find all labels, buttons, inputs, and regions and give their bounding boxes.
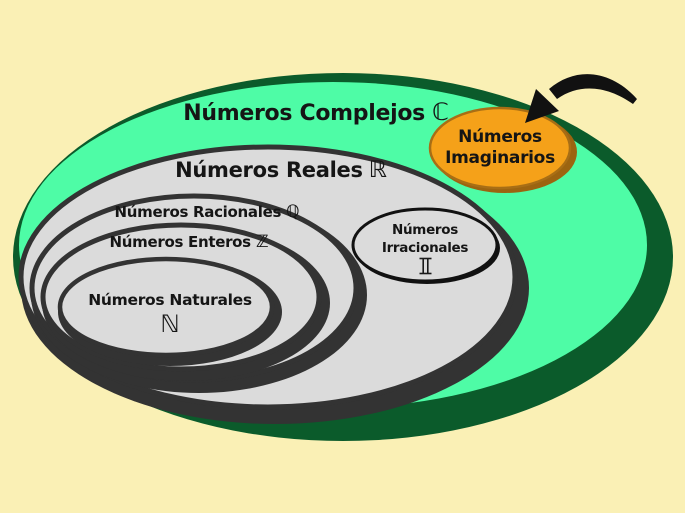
double-struck-I-symbol bbox=[419, 257, 432, 275]
complejos-symbol: ℂ bbox=[432, 98, 449, 126]
curved-arrow-icon bbox=[525, 74, 637, 123]
naturales-symbol: ℕ bbox=[160, 310, 179, 338]
complejos-label: Números Complejos ℂ bbox=[183, 98, 448, 126]
racionales-symbol: ℚ bbox=[286, 202, 299, 222]
irracionales-label-line1: Números bbox=[392, 222, 458, 238]
irracionales-ellipse bbox=[351, 207, 499, 283]
complejos-label-text: Números Complejos bbox=[183, 101, 425, 126]
naturales-label: Números Naturales bbox=[88, 291, 252, 309]
imaginarios-ellipse bbox=[428, 106, 572, 190]
reales-label-text: Números Reales bbox=[175, 158, 363, 182]
curved-arrow-head bbox=[525, 89, 559, 123]
racionales-label-text: Números Racionales bbox=[115, 203, 282, 221]
curved-arrow-body bbox=[549, 74, 637, 104]
reales-symbol: ℝ bbox=[369, 157, 387, 183]
imaginarios-label-line2: Imaginarios bbox=[445, 148, 555, 168]
naturales-ellipse bbox=[57, 256, 275, 358]
enteros-symbol: ℤ bbox=[256, 232, 269, 252]
imaginarios-label-line1: Números bbox=[458, 127, 542, 147]
enteros-label-text: Números Enteros bbox=[110, 233, 252, 251]
irracionales-label-line2: Irracionales bbox=[382, 240, 469, 256]
